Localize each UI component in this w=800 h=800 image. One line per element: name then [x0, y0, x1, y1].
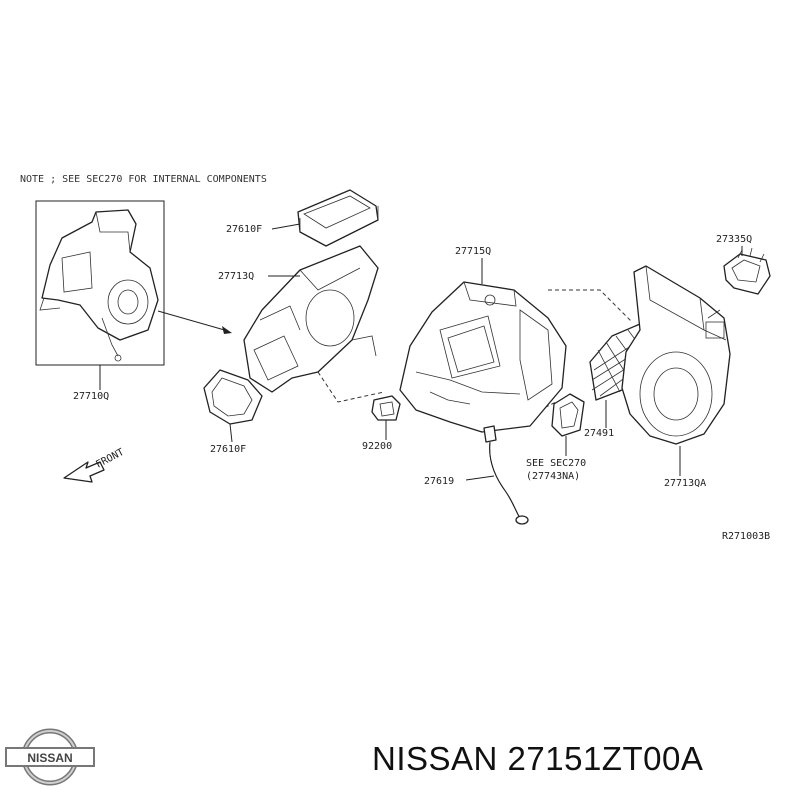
label-92200: 92200	[362, 441, 392, 452]
expansion-valve-92200	[371, 395, 401, 421]
blower-case-27713q	[243, 245, 379, 393]
front-arrow-icon	[63, 461, 105, 483]
see-ref-line1: SEE SEC270	[526, 458, 586, 469]
label-27710q: 27710Q	[73, 391, 109, 402]
label-27713qa: 27713QA	[664, 478, 706, 489]
diagram-note: NOTE ; SEE SEC270 FOR INTERNAL COMPONENT…	[20, 174, 267, 185]
label-27619: 27619	[424, 476, 454, 487]
part-caption: NISSAN 27151ZT00A	[372, 740, 704, 777]
label-27610f-bottom: 27610F	[210, 444, 246, 455]
drain-hose-27619	[483, 425, 529, 525]
logo-text: NISSAN	[27, 751, 72, 765]
label-27715q: 27715Q	[455, 246, 491, 257]
blower-resistor-27335q	[723, 247, 771, 295]
label-27610f-top: 27610F	[226, 224, 262, 235]
duct-seal-27610f-top	[297, 189, 379, 247]
heater-unit-27715q	[399, 281, 567, 433]
label-27335q: 27335Q	[716, 234, 752, 245]
nissan-logo-icon: NISSAN	[5, 728, 95, 786]
assembly-arrow	[157, 310, 229, 332]
ref-code: R271003B	[722, 531, 770, 542]
label-27713q: 27713Q	[218, 271, 254, 282]
front-label: FRONT	[94, 447, 126, 471]
blower-housing-27713qa	[621, 265, 731, 445]
see-ref-line2: (27743NA)	[526, 471, 580, 482]
duct-seal-27610f-bottom	[203, 369, 263, 425]
blower-assembly-27710q	[35, 200, 165, 366]
label-27491: 27491	[584, 428, 614, 439]
actuator-27743na	[551, 393, 585, 437]
